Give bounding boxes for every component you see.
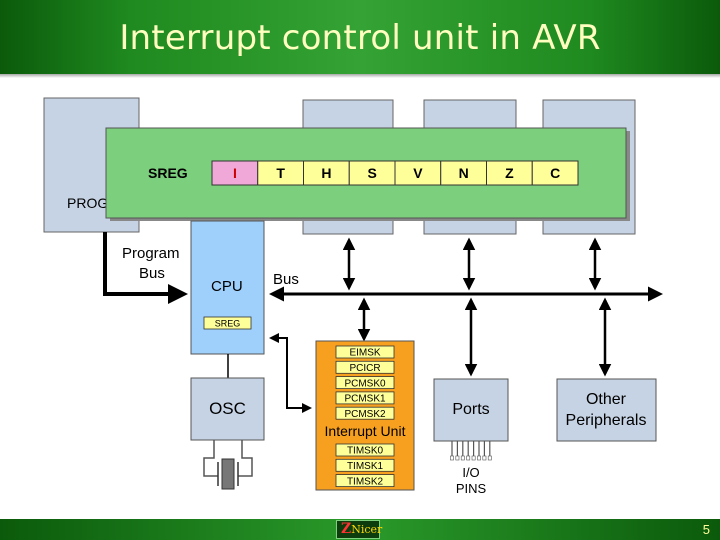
- sreg-bit-n: N: [459, 165, 469, 181]
- other-peripherals-label-line1: Other: [586, 391, 627, 408]
- register-pcmsk0: PCMSK0: [344, 378, 386, 389]
- register-pcmsk2: PCMSK2: [344, 409, 386, 420]
- other-peripherals-label-line2: Peripherals: [566, 412, 647, 429]
- logo-text: Nicer: [351, 523, 383, 536]
- io-pins-label-line2: PINS: [456, 481, 487, 496]
- io-pin-head: [477, 455, 481, 461]
- sreg-bit-box-t: [257, 160, 304, 186]
- cpu-sreg-box: [203, 316, 252, 330]
- register-box-pcmsk0: [335, 376, 395, 390]
- osc-label: OSC: [209, 399, 246, 418]
- register-box-timsk2: [335, 474, 395, 488]
- register-eimsk: EIMSK: [349, 348, 380, 359]
- register-box-pcicr: [335, 360, 395, 374]
- sreg-bit-v: V: [413, 165, 423, 181]
- crystal-icon: [221, 458, 235, 490]
- sreg-bit-box-n: [440, 160, 487, 186]
- sreg-bit-box-c: [531, 160, 579, 186]
- register-box-eimsk: [335, 345, 395, 359]
- sreg-bit-i: I: [233, 165, 237, 181]
- sreg-bit-box-i: [211, 160, 259, 186]
- io-pin-head: [466, 455, 471, 461]
- other-peripherals-block: [556, 378, 657, 442]
- register-timsk2: TIMSK2: [347, 476, 384, 487]
- register-pcmsk1: PCMSK1: [344, 394, 386, 405]
- slide-header: [0, 0, 720, 74]
- io-pin-head: [487, 455, 492, 461]
- sreg-bit-z: Z: [505, 165, 514, 181]
- cpu-label: CPU: [211, 278, 243, 295]
- program-bus-arrow: [103, 232, 188, 304]
- osc-block: [190, 377, 265, 441]
- crystal-wires: [203, 440, 253, 477]
- sreg-bit-box-s: [348, 160, 396, 186]
- logo: ZNicer: [336, 520, 383, 539]
- io-pin-head: [450, 455, 454, 461]
- bus-label: Bus: [273, 271, 299, 288]
- register-timsk0: TIMSK0: [347, 446, 384, 457]
- io-pin-head: [460, 455, 465, 461]
- slide-number: 5: [702, 522, 710, 537]
- sreg-bit-s: S: [367, 165, 376, 181]
- slide-title: Interrupt control unit in AVR: [119, 18, 601, 58]
- register-pcicr: PCICR: [349, 363, 380, 374]
- register-box-timsk0: [335, 443, 395, 457]
- register-box-pcmsk2: [335, 406, 395, 420]
- header-shadow: [0, 74, 720, 78]
- ports-label: Ports: [452, 401, 489, 418]
- sreg-label: SREG: [148, 165, 188, 181]
- sreg-bit-box-z: [486, 160, 533, 186]
- program-bus-label-line2: Bus: [139, 265, 165, 282]
- ports-block: [433, 378, 509, 442]
- io-pin-head: [471, 455, 476, 461]
- cpu-interrupt-arrow: [269, 333, 312, 413]
- sreg-bit-t: T: [276, 165, 285, 181]
- register-box-pcmsk1: [335, 391, 395, 405]
- register-timsk1: TIMSK1: [347, 461, 384, 472]
- cpu-block: [190, 220, 265, 355]
- io-pins-label-line1: I/O: [462, 465, 479, 480]
- interrupt-unit-label: Interrupt Unit: [325, 423, 406, 439]
- register-box-timsk1: [335, 458, 395, 472]
- program-bus-label-line1: Program: [122, 245, 180, 262]
- io-pin-head: [455, 455, 460, 461]
- cpu-sreg-label: SREG: [215, 319, 241, 329]
- sreg-bit-c: C: [550, 165, 560, 181]
- io-pins-icon: [450, 441, 492, 461]
- io-pin-head: [482, 455, 487, 461]
- sreg-bit-h: H: [321, 165, 331, 181]
